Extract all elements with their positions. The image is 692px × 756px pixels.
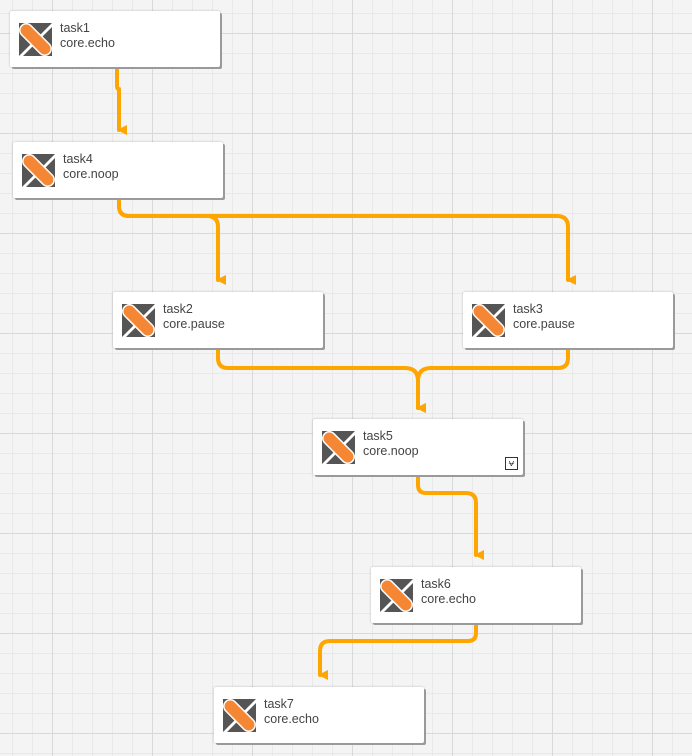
task-name: task3 [513,302,543,316]
task-action: core.pause [513,317,575,331]
task-action: core.noop [363,444,419,458]
stackstorm-icon [223,699,256,732]
stackstorm-icon [19,23,52,56]
task-name: task6 [421,577,451,591]
task-action: core.echo [421,592,476,606]
task-action: core.echo [264,712,319,726]
join-icon[interactable]: ⩝ [505,457,518,470]
stackstorm-icon [122,304,155,337]
task-node[interactable]: task3 core.pause [463,292,673,348]
task-name: task2 [163,302,193,316]
task-node[interactable]: task5 core.noop ⩝ [313,419,523,475]
task-action: core.noop [63,167,119,181]
task-node[interactable]: task1 core.echo [10,11,220,67]
stackstorm-icon [380,579,413,612]
task-name: task4 [63,152,93,166]
transition-task6-task7[interactable] [318,622,478,680]
transition-task3-task5[interactable] [416,347,570,413]
task-name: task7 [264,697,294,711]
task-action: core.pause [163,317,225,331]
transition-task5-task6[interactable] [416,474,484,560]
task-name: task1 [60,21,90,35]
transition-task4-task3[interactable] [117,196,576,285]
task-node[interactable]: task4 core.noop [13,142,223,198]
task-action: core.echo [60,36,115,50]
transition-task2-task5[interactable] [216,347,426,413]
stackstorm-icon [472,304,505,337]
transition-task1-task4[interactable] [115,66,127,135]
stackstorm-icon [322,431,355,464]
task-node[interactable]: task6 core.echo [371,567,581,623]
task-node[interactable]: task2 core.pause [113,292,323,348]
task-node[interactable]: task7 core.echo [214,687,424,743]
transition-task4-task2[interactable] [117,196,226,285]
stackstorm-icon [22,154,55,187]
task-name: task5 [363,429,393,443]
